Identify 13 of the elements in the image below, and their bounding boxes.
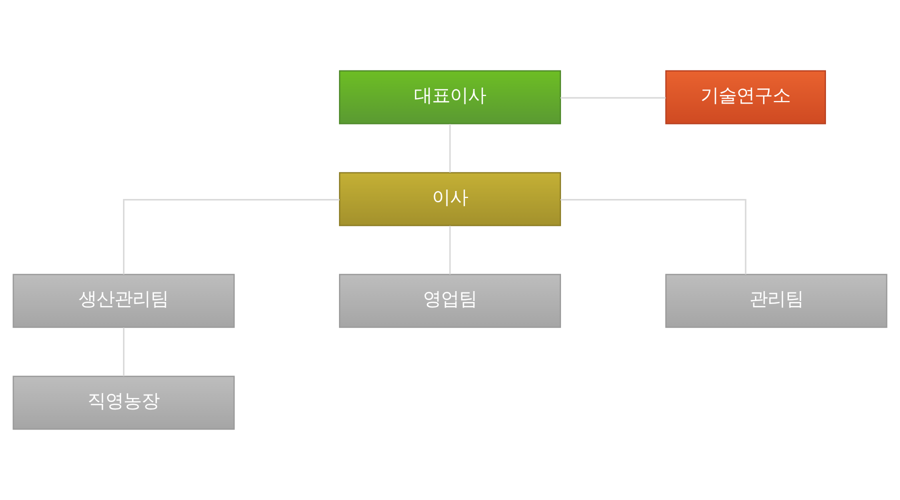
connector: [449, 124, 451, 173]
node-box: 생산관리팀: [12, 274, 235, 328]
connector: [122, 198, 340, 274]
node-box: 직영농장: [12, 376, 235, 430]
node-box: 영업팀: [338, 274, 562, 328]
connector: [560, 198, 746, 274]
node-box: 기술연구소: [665, 70, 826, 124]
connector: [560, 97, 666, 99]
connector: [449, 226, 451, 274]
node-box: 대표이사: [338, 70, 562, 124]
node-box: 관리팀: [665, 274, 888, 328]
connector: [122, 328, 124, 376]
node-box: 이사: [338, 172, 562, 226]
